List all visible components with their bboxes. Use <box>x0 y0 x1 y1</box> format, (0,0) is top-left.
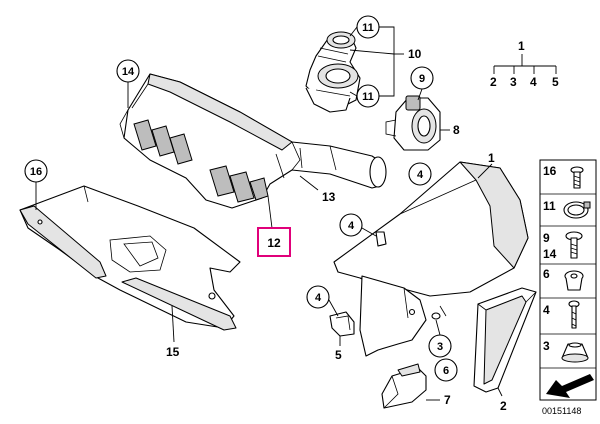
callout-14-label: 14 <box>122 66 135 78</box>
callout-6[interactable]: 6 <box>434 358 458 382</box>
cowl-cover <box>19 185 241 331</box>
callout-11-bottom[interactable]: 11 <box>356 84 380 108</box>
legend-4: 4 <box>543 303 550 317</box>
callout-4-low[interactable]: 4 <box>306 285 330 309</box>
callout-6-label: 6 <box>443 365 449 377</box>
callout-11-top[interactable]: 11 <box>356 15 380 39</box>
label-1: 1 <box>488 151 495 165</box>
orientation-arrow-icon <box>546 374 594 398</box>
callout-11-top-label: 11 <box>362 22 374 34</box>
label-13: 13 <box>322 190 336 204</box>
label-5-clip: 5 <box>335 348 342 362</box>
bracket-part <box>381 363 427 409</box>
legend-3: 3 <box>543 339 550 353</box>
label-4-group: 4 <box>530 75 537 89</box>
air-mass-sensor <box>385 95 441 151</box>
intake-hose <box>305 31 361 113</box>
filter-housing <box>333 161 529 357</box>
label-1-group: 1 <box>518 39 525 53</box>
label-10: 10 <box>408 47 422 61</box>
clip-part <box>329 311 355 337</box>
callout-3[interactable]: 3 <box>428 334 452 358</box>
callout-11-bottom-label: 11 <box>362 91 374 103</box>
label-7: 7 <box>444 393 451 407</box>
label-15: 15 <box>166 345 180 359</box>
callout-14[interactable]: 14 <box>116 59 140 83</box>
callout-9-label: 9 <box>419 73 425 85</box>
hardware-legend: 16 11 9 14 6 4 3 <box>539 159 597 401</box>
label-2-group: 2 <box>490 75 497 89</box>
callout-4-top-label: 4 <box>417 169 424 181</box>
callout-3-label: 3 <box>437 341 443 353</box>
highlight-box-12[interactable] <box>257 227 291 257</box>
legend-14: 14 <box>543 247 557 261</box>
label-2: 2 <box>500 399 507 413</box>
callout-16-label: 16 <box>30 166 42 178</box>
legend-16: 16 <box>543 164 557 178</box>
label-3-group: 3 <box>510 75 517 89</box>
callout-4-mid[interactable]: 4 <box>339 213 363 237</box>
label-8: 8 <box>453 123 460 137</box>
label-5-group: 5 <box>552 75 559 89</box>
intake-duct-assembly <box>119 73 387 209</box>
callout-16[interactable]: 16 <box>24 159 48 183</box>
callout-9[interactable]: 9 <box>410 66 434 90</box>
legend-6: 6 <box>543 267 550 281</box>
callout-4-top[interactable]: 4 <box>408 162 432 186</box>
callout-4-mid-label: 4 <box>348 220 355 232</box>
legend-9: 9 <box>543 231 550 245</box>
legend-11: 11 <box>543 199 556 213</box>
document-number: 00151148 <box>542 406 581 416</box>
label-12: 12 <box>267 236 281 250</box>
callout-4-low-label: 4 <box>315 292 322 304</box>
filter-element <box>473 287 537 393</box>
